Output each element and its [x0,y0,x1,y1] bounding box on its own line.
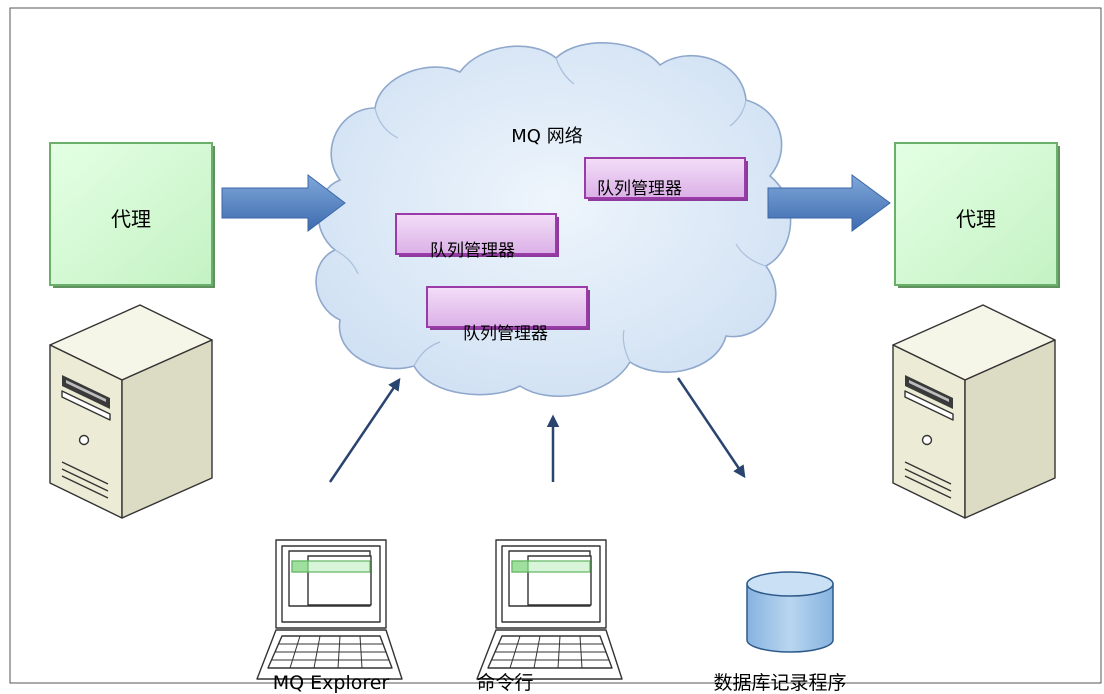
agent-label: 代理 [956,207,996,231]
laptop-selection-marker [511,560,529,573]
server-power-button [921,434,933,446]
server-vent [904,468,952,492]
server-side-face [964,339,1056,519]
laptop-selection-marker [291,560,309,573]
laptop-icon [256,539,403,680]
cloud-seam [334,249,359,275]
server-vent [61,475,109,499]
server-tower-icon [892,304,1056,519]
database-body [746,583,834,653]
queue-manager-box [426,286,588,328]
queue-manager-2: 队列管理器 [395,213,559,261]
block-arrow-left-right-icon [221,173,346,233]
client-cli-label: 命令行 [476,672,533,694]
server-drive-slot [909,380,949,402]
queue-manager-label: 队列管理器 [597,179,682,199]
keyboard-col [289,635,301,669]
server-vent [904,461,952,485]
server-power-button [78,434,90,446]
agent-box [49,142,213,286]
keyboard-col [337,635,341,669]
agent-left: 代理 [49,142,215,288]
cloud-seam [729,99,747,127]
laptop-icon [476,539,623,680]
keyboard-col [509,635,521,669]
cloud-seam [555,57,575,85]
keyboard-col [579,635,583,669]
cloud-seam [735,243,767,267]
cloud-seam [413,341,441,367]
agent-right: 代理 [894,142,1060,288]
network-label: MQ 网络 [511,126,582,147]
connector-explorer-to-network [328,377,401,483]
server-drive-bay [61,390,111,421]
server-vent [61,468,109,492]
database-top [746,571,834,597]
queue-manager-3: 队列管理器 [426,286,590,344]
keyboard-col [533,635,541,669]
agent-label: 代理 [111,207,151,231]
connector-network-to-database [676,377,746,479]
server-drive-bay [904,390,954,421]
client-explorer-label: MQ Explorer [273,672,390,694]
database-label: 数据库记录程序 [713,672,846,694]
keyboard-col [557,635,561,669]
keyboard-col [313,635,321,669]
queue-manager-box [584,157,746,199]
cloud-seam [374,107,399,139]
block-arrow-right-right-icon [767,174,891,232]
cloud-seam [622,329,631,363]
keyboard-col [359,635,363,669]
server-tower-icon [49,304,213,519]
server-drive-slot [66,380,106,402]
server-side-face [121,339,213,519]
queue-manager-label: 队列管理器 [430,241,515,261]
agent-box [894,142,1058,286]
server-vent [904,475,952,499]
server-vent [61,461,109,485]
queue-manager-box [395,213,557,255]
database-cylinder-icon [746,571,834,653]
queue-manager-1: 队列管理器 [584,157,748,201]
queue-manager-label: 队列管理器 [463,324,548,344]
